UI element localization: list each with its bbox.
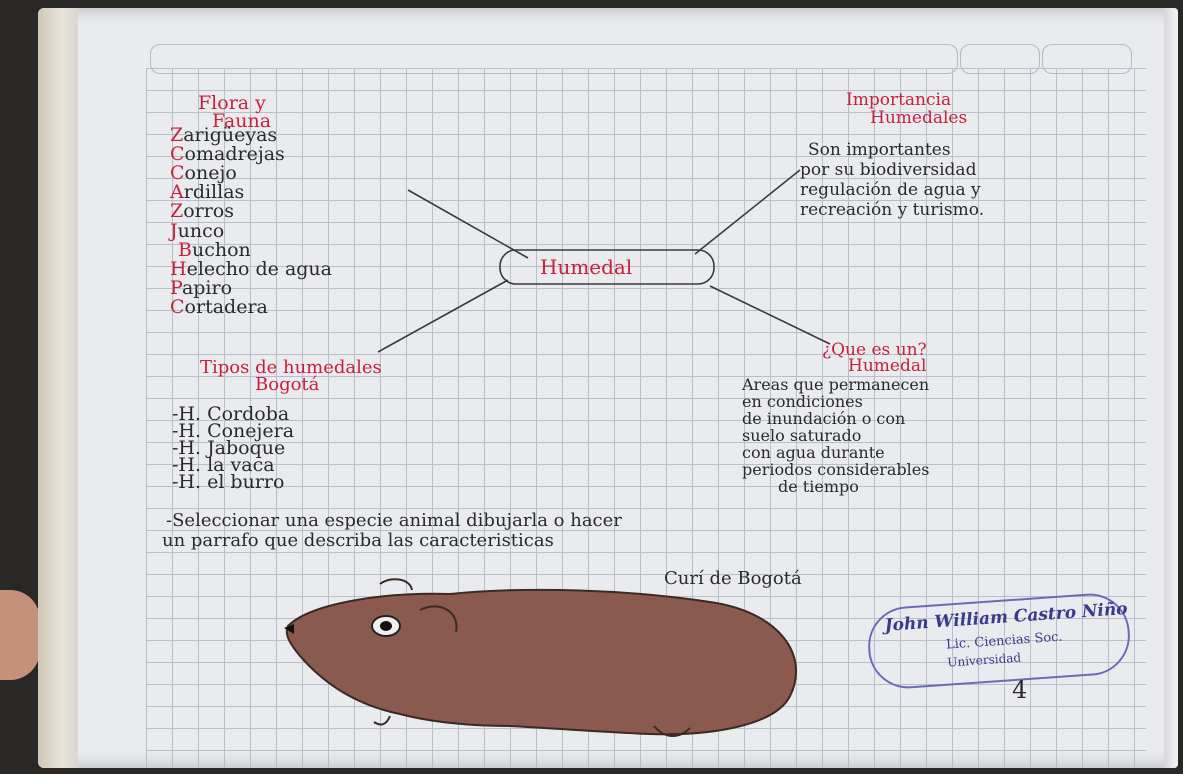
que-es-title-2: Humedal xyxy=(848,356,926,376)
que-es-line: con agua durante xyxy=(742,444,929,461)
que-es-line: suelo saturado xyxy=(742,427,929,444)
tipos-list: -H. Cordoba -H. Conejera -H. Jaboque -H.… xyxy=(172,406,294,491)
que-es-line: en condiciones xyxy=(742,393,929,410)
que-es-text: Areas que permanecen en condiciones de i… xyxy=(742,376,929,495)
que-es-line: Areas que permanecen xyxy=(742,376,929,393)
tipos-title-2: Bogotá xyxy=(255,374,319,395)
que-es-line: de inundación o con xyxy=(742,410,929,427)
center-label: Humedal xyxy=(540,255,632,279)
instruction-line-2: un parrafo que describa las caracteristi… xyxy=(162,530,554,551)
stamp-line-2: Lic. Ciencias Soc. xyxy=(946,630,1063,653)
stamp-name: John William Castro Niño xyxy=(884,599,1128,636)
instruction-line-1: -Seleccionar una especie animal dibujarl… xyxy=(166,510,622,531)
que-es-line: periodos considerables xyxy=(742,461,929,478)
grade-mark: 4 xyxy=(1012,676,1027,704)
guinea-pig-drawing xyxy=(270,576,830,746)
tipo-item: -H. el burro xyxy=(172,474,294,491)
stamp-line-3: Universidad xyxy=(947,651,1022,670)
que-es-line: de tiempo xyxy=(742,478,929,495)
